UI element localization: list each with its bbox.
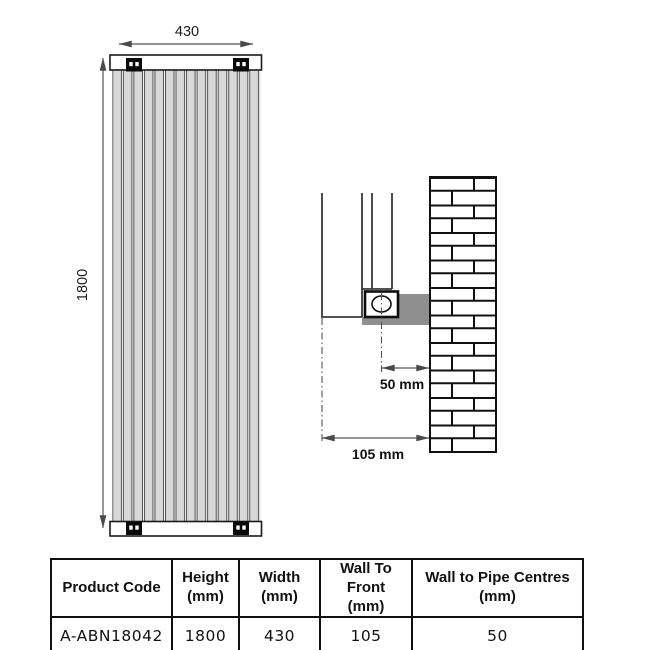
brick-wall (429, 176, 497, 453)
bottom-right-bracket-icon (233, 521, 249, 535)
header-product-code: Product Code (50, 557, 173, 619)
radiator-slats (112, 68, 261, 524)
width-dimension-label: 430 (175, 24, 199, 40)
cell-wall-to-pipe-centres: 50 (411, 616, 584, 650)
cell-width: 430 (238, 616, 321, 650)
header-title: Wall To Front (340, 560, 392, 596)
header-wall-to-front: Wall To Front (mm) (319, 557, 413, 619)
radiator-top-bar (109, 54, 263, 71)
header-title: Height (182, 569, 229, 587)
header-unit: (mm) (479, 588, 516, 606)
header-height: Height (mm) (171, 557, 240, 619)
header-unit: (mm) (261, 588, 298, 606)
bottom-left-bracket-icon (126, 521, 142, 535)
height-dimension-label: 1800 (75, 269, 91, 301)
header-title: Product Code (62, 578, 161, 596)
header-width: Width (mm) (238, 557, 321, 619)
cell-product-code: A-ABN18042 (50, 616, 173, 650)
spec-table-data-row: A-ABN18042 1800 430 105 50 (50, 616, 584, 650)
wall-connector-base (362, 317, 430, 325)
header-title: Wall to Pipe Centres (425, 569, 570, 587)
top-right-bracket-icon (233, 58, 249, 72)
top-left-bracket-icon (126, 58, 142, 72)
radiator-side-profile (321, 193, 393, 318)
cell-height: 1800 (171, 616, 240, 650)
wall-to-front-dimension-label: 105 mm (352, 446, 404, 462)
wall-connector-arm (396, 294, 430, 318)
header-wall-to-pipe-centres: Wall to Pipe Centres (mm) (411, 557, 584, 619)
spec-table-header-row: Product Code Height (mm) Width (mm) Wall… (50, 557, 584, 619)
radiator-bottom-bar (109, 520, 263, 537)
header-unit: (mm) (347, 597, 385, 615)
header-title: Width (258, 569, 301, 587)
spec-table: Product Code Height (mm) Width (mm) Wall… (50, 557, 584, 650)
side-view: 50 mm 105 mm (321, 176, 497, 462)
front-view: 430 1800 (75, 24, 263, 537)
header-unit: (mm) (187, 588, 224, 606)
cell-wall-to-front: 105 (319, 616, 413, 650)
pipe-centres-dimension-label: 50 mm (380, 376, 424, 392)
